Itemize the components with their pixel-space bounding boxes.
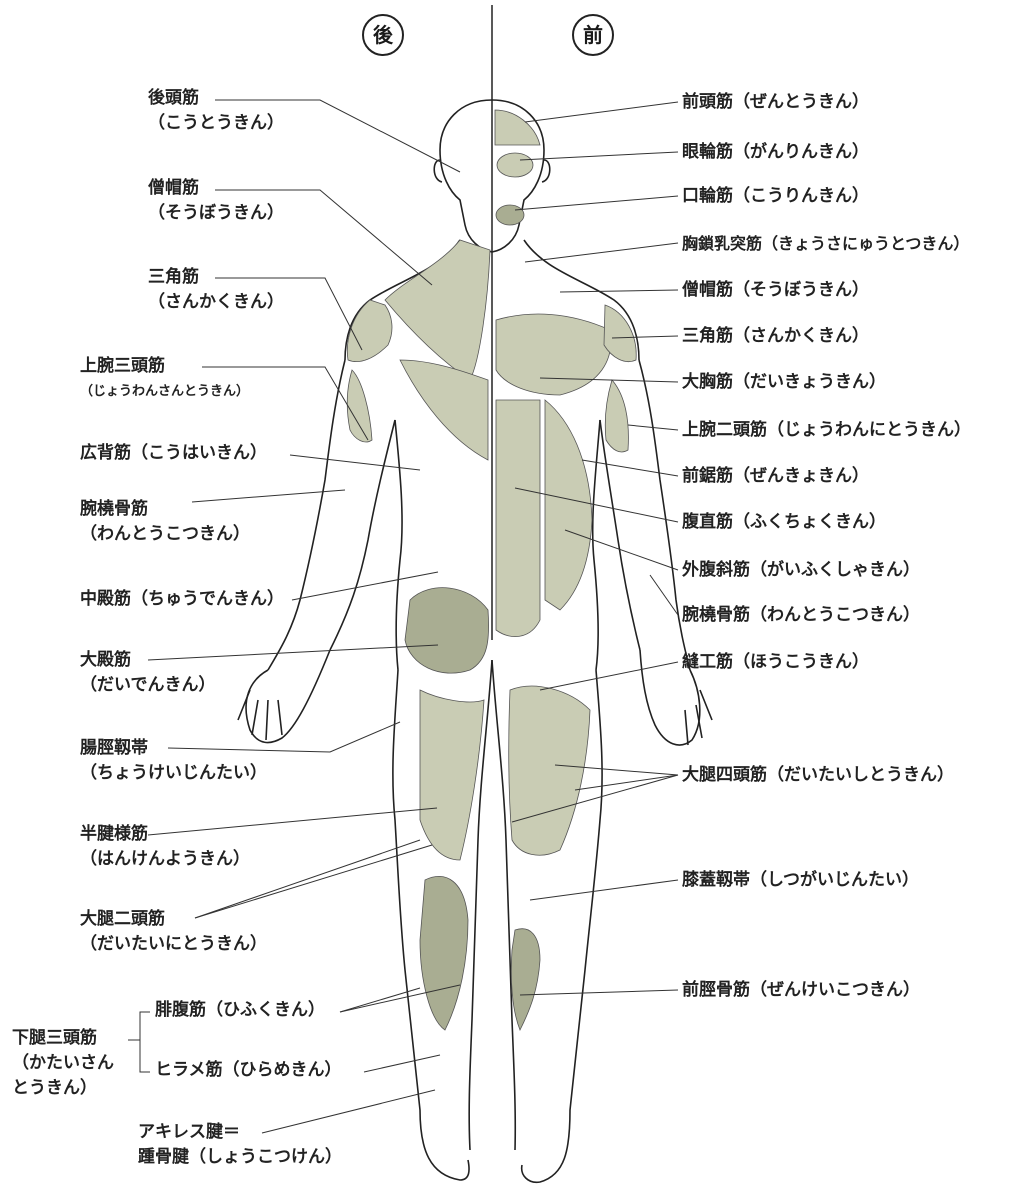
label-daishitou: 大腿四頭筋（だいたいしとうきん） <box>682 765 954 785</box>
body-outline <box>237 99 713 1184</box>
label-hifuku: 腓腹筋（ひふくきん） <box>155 1000 325 1020</box>
label-daiden: 大殿筋（だいでんきん） <box>80 650 216 695</box>
label-zentou: 前頭筋（ぜんとうきん） <box>682 92 869 112</box>
label-gaifuku: 外腹斜筋（がいふくしゃきん） <box>682 560 920 580</box>
label-daikyou: 大胸筋（だいきょうきん） <box>682 372 886 392</box>
label-sankaku-front: 三角筋（さんかくきん） <box>682 326 869 346</box>
label-wantoukotsu-back: 腕橈骨筋（わんとうこつきん） <box>80 499 250 544</box>
label-hanken: 半腱様筋（はんけんようきん） <box>80 824 250 869</box>
trapezius-back <box>384 239 491 381</box>
label-jouwannitou: 上腕二頭筋（じょうわんにとうきん） <box>682 420 971 440</box>
label-shitsugai: 膝蓋靱帯（しつがいじんたい） <box>682 870 919 890</box>
label-hirame: ヒラメ筋（ひらめきん） <box>155 1060 342 1080</box>
label-zenkyo: 前鋸筋（ぜんきょきん） <box>682 466 869 486</box>
triceps <box>346 369 373 443</box>
leader-lines-right <box>511 101 679 996</box>
label-jouwansantou: 上腕三頭筋（じょうわんさんとうきん） <box>80 356 250 399</box>
label-chuuden: 中殿筋（ちゅうでんきん） <box>80 589 284 609</box>
muscle-shapes <box>346 109 637 1031</box>
label-fukuchoku: 腹直筋（ふくちょくきん） <box>682 512 886 532</box>
label-dainitou: 大腿二頭筋（だいたいにとうきん） <box>80 909 267 954</box>
back-header: 後 <box>362 14 404 56</box>
biceps <box>604 379 629 453</box>
label-wantoukotsu-front: 腕橈骨筋（わんとうこつきん） <box>682 605 920 625</box>
hamstrings <box>419 689 485 861</box>
quadriceps <box>508 685 591 856</box>
label-choukei: 腸脛靱帯（ちょうけいじんたい） <box>80 738 267 783</box>
calf-back <box>419 876 469 1031</box>
label-achilles: アキレス腱＝踵骨腱（しょうこつけん） <box>138 1122 342 1167</box>
mouth-muscle <box>495 204 525 226</box>
label-kouhai: 広背筋（こうはいきん） <box>80 443 267 463</box>
label-koutoukin: 後頭筋（こうとうきん） <box>148 88 284 133</box>
label-houkou: 縫工筋（ほうこうきん） <box>682 652 869 672</box>
label-soubou-back: 僧帽筋（そうぼうきん） <box>148 178 284 223</box>
label-soubou-front: 僧帽筋（そうぼうきん） <box>682 280 869 300</box>
label-kourin: 口輪筋（こうりんきん） <box>682 186 869 206</box>
label-katai-santou-group: 下腿三頭筋（かたいさんとうきん） <box>12 1028 114 1098</box>
pectoralis <box>495 313 612 396</box>
rectus-abdominis <box>495 399 541 637</box>
deltoid-back <box>346 299 393 362</box>
label-zenkei: 前脛骨筋（ぜんけいこつきん） <box>682 980 920 1000</box>
label-sankaku-back: 三角筋（さんかくきん） <box>148 267 284 312</box>
deltoid-front <box>603 304 637 362</box>
label-kyousa: 胸鎖乳突筋（きょうさにゅうとつきん） <box>682 234 970 253</box>
front-header: 前 <box>572 14 614 56</box>
tibialis <box>510 928 541 1031</box>
external-oblique <box>544 399 593 611</box>
leader-lines-left <box>128 99 461 1134</box>
latissimus <box>399 359 489 461</box>
eye-muscle <box>496 152 534 178</box>
gluteus-maximus <box>404 587 490 674</box>
label-ganrin: 眼輪筋（がんりんきん） <box>682 142 869 162</box>
